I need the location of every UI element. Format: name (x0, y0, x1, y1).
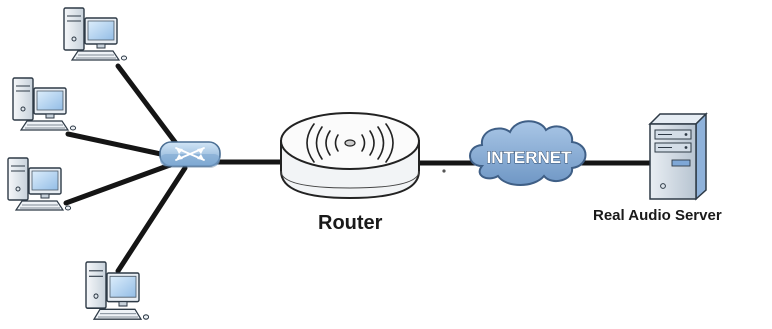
internet-label: INTERNET (487, 148, 573, 167)
link-pc2-switch (65, 131, 173, 159)
desktop-computer-icon (7, 157, 72, 211)
router-icon (280, 112, 446, 200)
router-label: Router (318, 212, 383, 234)
link-pc4-switch (115, 165, 188, 274)
connection-lines (63, 63, 653, 274)
link-pc3-switch (63, 162, 173, 206)
desktop-computer-icon (63, 7, 128, 61)
network-switch-icon (159, 141, 221, 168)
link-pc1-switch (115, 63, 187, 157)
desktop-computer-icon (12, 77, 77, 131)
server-tower-icon (648, 112, 708, 201)
server-label: Real Audio Server (593, 207, 722, 224)
internet-cloud-icon: INTERNET (469, 120, 587, 186)
